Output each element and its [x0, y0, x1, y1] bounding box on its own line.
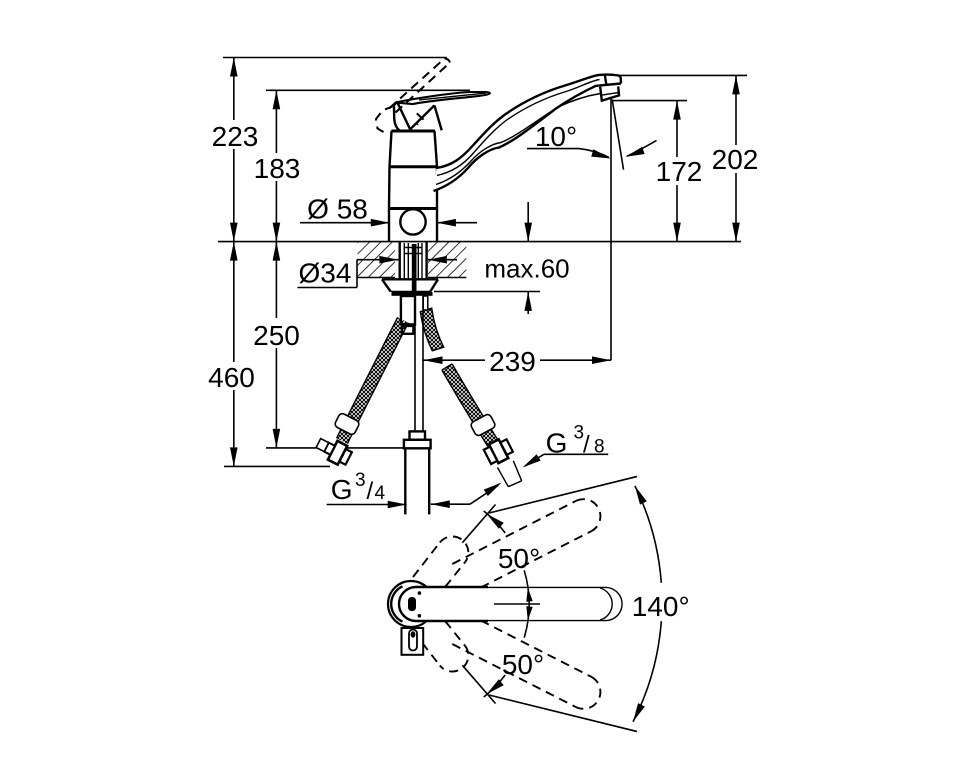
svg-text:8: 8 — [594, 437, 605, 458]
svg-text:G: G — [331, 474, 353, 505]
svg-text:Ø34: Ø34 — [299, 258, 352, 289]
svg-text:202: 202 — [712, 144, 759, 175]
svg-text:4: 4 — [375, 483, 386, 504]
svg-text:/: / — [367, 478, 374, 505]
svg-text:50°: 50° — [502, 649, 544, 680]
svg-text:G: G — [546, 428, 568, 459]
svg-text:50°: 50° — [498, 543, 540, 574]
svg-text:183: 183 — [254, 153, 301, 184]
svg-text:max.60: max.60 — [484, 254, 569, 284]
svg-text:172: 172 — [656, 156, 703, 187]
svg-text:10°: 10° — [535, 121, 577, 152]
svg-text:3: 3 — [574, 422, 585, 443]
svg-text:/: / — [583, 432, 590, 459]
svg-text:140°: 140° — [632, 591, 690, 622]
svg-text:239: 239 — [489, 346, 536, 377]
svg-text:250: 250 — [253, 320, 300, 351]
svg-text:460: 460 — [208, 362, 255, 393]
svg-text:Ø 58: Ø 58 — [307, 193, 368, 224]
svg-text:223: 223 — [212, 121, 259, 152]
svg-text:3: 3 — [355, 470, 366, 491]
